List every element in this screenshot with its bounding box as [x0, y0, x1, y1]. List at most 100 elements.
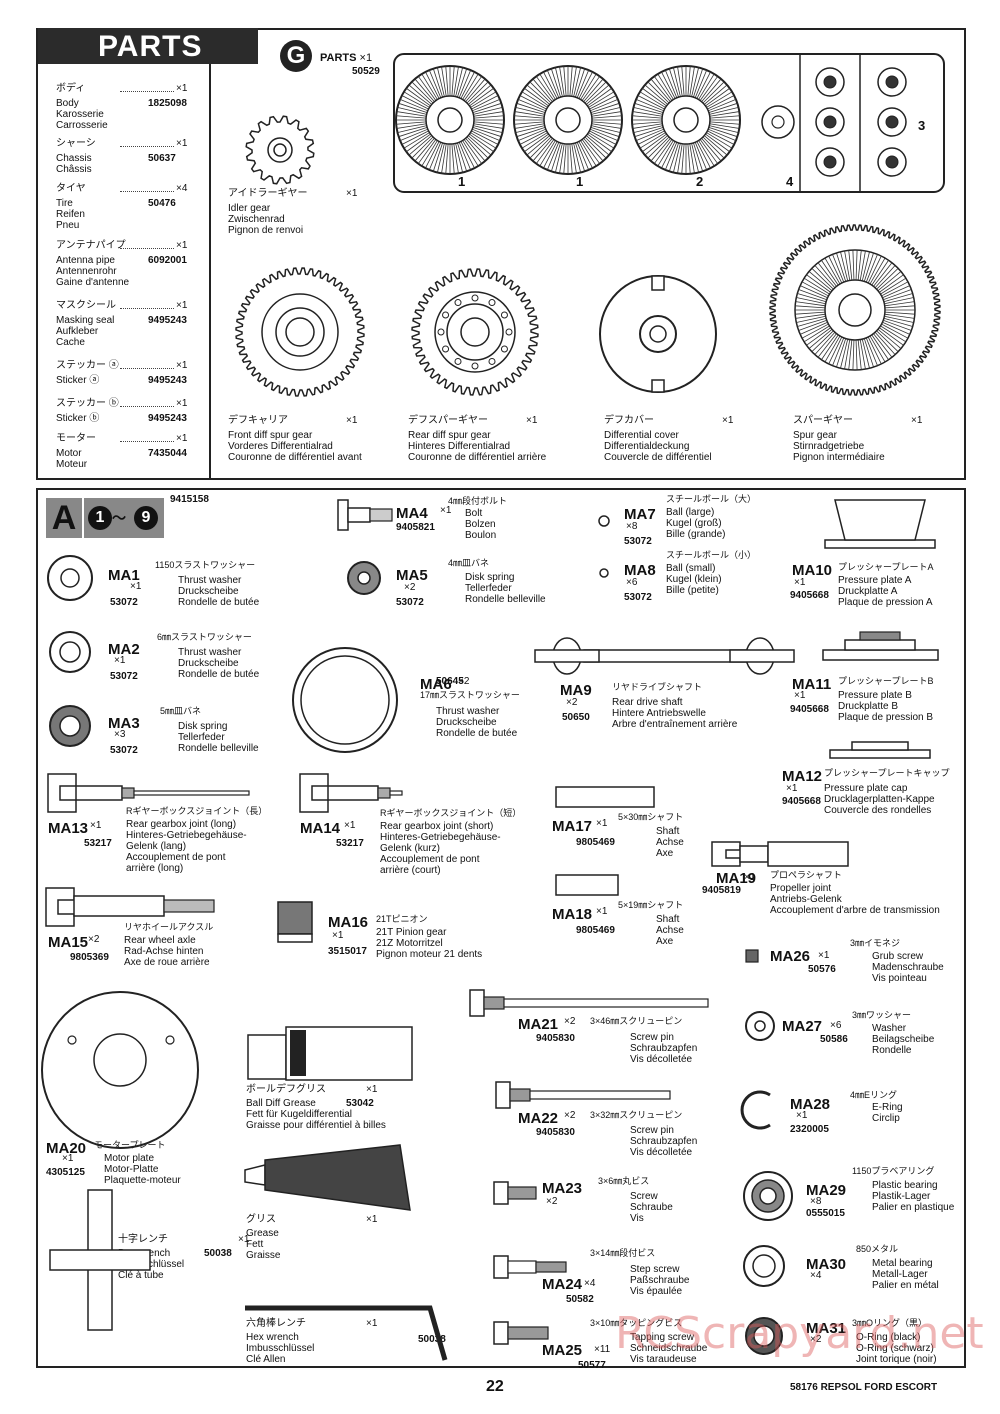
ma30-line: Metal bearing	[872, 1258, 933, 1269]
idler-gear-drawing	[245, 115, 315, 185]
ma14-qty: ×1	[344, 820, 356, 831]
ma5-line: Tellerfeder	[465, 583, 512, 594]
left-list-box	[36, 64, 211, 480]
ma10-line: Plaque de pression A	[838, 597, 933, 608]
ma17-line: Shaft	[656, 826, 680, 837]
left-item-line: Moteur	[56, 459, 88, 470]
g-item-jp: デフキャリア	[228, 415, 288, 426]
ma27-qty: ×6	[830, 1020, 842, 1031]
ma28-line: Circlip	[872, 1113, 900, 1124]
ma2-jp: 6㎜スラストワッシャー	[157, 632, 252, 642]
ma19-line: Antriebs-Gelenk	[770, 894, 842, 905]
left-item-code: 9495243	[148, 375, 187, 386]
parts-banner: PARTS	[38, 28, 258, 64]
ma4-qty: ×1	[440, 505, 452, 516]
g-item-line: Differential cover	[604, 430, 679, 441]
left-item-code: 50637	[148, 153, 176, 164]
ma5-line: Disk spring	[465, 572, 515, 583]
ma11-code: 9405668	[790, 704, 829, 715]
tool-line: Fett für Kugeldifferential	[246, 1109, 352, 1120]
leader-dots	[120, 91, 174, 92]
ma28-id: MA28	[790, 1096, 831, 1113]
tool-line: Hex wrench	[246, 1332, 299, 1343]
ma18-id: MA18	[552, 906, 593, 923]
spur-gear-drawing	[769, 224, 941, 396]
left-item-line: Tire	[56, 198, 73, 209]
ma26-line: Vis pointeau	[872, 973, 927, 984]
ma22-jp: 3×32㎜スクリューピン	[590, 1110, 683, 1120]
tool-qty: ×1	[366, 1318, 378, 1329]
ma31-id: MA31	[806, 1320, 847, 1337]
ma7-id: MA7	[624, 506, 656, 523]
ma29-qty: ×8	[810, 1196, 822, 1207]
ma13-jp: Rギヤーボックスジョイント（長）	[126, 806, 268, 816]
ma9-line: Rear drive shaft	[612, 697, 683, 708]
ma25-line: Schneidschraube	[630, 1343, 708, 1354]
tool-jp: 十字レンチ	[118, 1234, 168, 1245]
ma2-line: Druckscheibe	[178, 658, 239, 669]
ma5-qty: ×2	[404, 582, 416, 593]
left-item-line: Carrosserie	[56, 120, 108, 131]
ma22-line: Screw pin	[630, 1125, 674, 1136]
ma1-line: Thrust washer	[178, 575, 242, 586]
ma3-qty: ×3	[114, 729, 126, 740]
ma20-line: Motor plate	[104, 1153, 155, 1164]
left-item-line: Antennenrohr	[56, 266, 117, 277]
left-item-line: Aufkleber	[56, 326, 99, 337]
ma11-qty: ×1	[794, 690, 806, 701]
ma7-line: Ball (large)	[666, 507, 715, 518]
ma21-jp: 3×46㎜スクリューピン	[590, 1016, 683, 1026]
ma24-line: Paßschraube	[630, 1275, 690, 1286]
ma19-id: MA19	[716, 870, 757, 887]
ma18-qty: ×1	[596, 906, 608, 917]
diff-cover-drawing	[599, 275, 717, 393]
ma30-jp: 850メタル	[856, 1244, 899, 1254]
ma16-jp: 21Tピニオン	[376, 914, 428, 924]
left-item-qty: ×1	[176, 300, 188, 311]
ma8-line: Ball (small)	[666, 563, 716, 574]
ma31-qty: ×2	[810, 1334, 822, 1345]
leader-dots	[120, 441, 174, 442]
sprue-number: 4	[786, 174, 794, 189]
tool-jp: ボールデフグリス	[246, 1084, 326, 1095]
left-item-line: Motor	[56, 448, 82, 459]
ma24-code: 50582	[566, 1294, 594, 1305]
g-item-line: Hinteres Differentialrad	[408, 441, 511, 452]
ma8-line: Kugel (klein)	[666, 574, 722, 585]
ma5-line: Rondelle belleville	[465, 594, 546, 605]
ma24-line: Step screw	[630, 1264, 680, 1275]
ma18-jp: 5×19㎜シャフト	[618, 900, 684, 910]
ma1-line: Rondelle de butée	[178, 597, 260, 608]
ma19-jp: プロペラシャフト	[770, 870, 842, 880]
ma29-id: MA29	[806, 1182, 847, 1199]
ma28-line: E-Ring	[872, 1102, 903, 1113]
ma31-line: O-Ring (schwarz)	[856, 1343, 934, 1354]
leader-dots	[120, 308, 174, 309]
ma2-id: MA2	[108, 641, 140, 658]
ma7-line: Kugel (groß)	[666, 518, 722, 529]
ma1-jp: 1150スラストワッシャー	[155, 560, 256, 570]
ma15-jp: リヤホイールアクスル	[124, 922, 214, 932]
ma14-jp: Rギヤーボックスジョイント（短）	[380, 808, 522, 818]
ma30-qty: ×4	[810, 1270, 822, 1281]
ma30-line: Palier en métal	[872, 1280, 939, 1291]
tool-line: Fett	[246, 1239, 264, 1250]
left-item-line: Sticker ⓐ	[56, 375, 100, 386]
bottom-panel	[36, 488, 966, 1368]
left-item-line: Chassis	[56, 153, 92, 164]
ma2-code: 53072	[110, 671, 138, 682]
g-item-jp: デフカバー	[604, 415, 654, 426]
step-tilde: ～	[112, 510, 126, 526]
ma26-line: Madenschraube	[872, 962, 944, 973]
ma10-line: Pressure plate A	[838, 575, 912, 586]
tool-jp: 六角棒レンチ	[246, 1318, 306, 1329]
ma16-line: 21Z Motorritzel	[376, 938, 443, 949]
ma1-code: 53072	[110, 597, 138, 608]
ma21-line: Vis décolletée	[630, 1054, 693, 1065]
tool-line: Graisse pour différentiel à billes	[246, 1120, 386, 1131]
ma14-line: arrière (court)	[380, 865, 441, 876]
ma14-line: Accouplement de pont	[380, 854, 480, 865]
ma4-line: Bolzen	[465, 519, 496, 530]
ma21-id: MA21	[518, 1016, 559, 1033]
